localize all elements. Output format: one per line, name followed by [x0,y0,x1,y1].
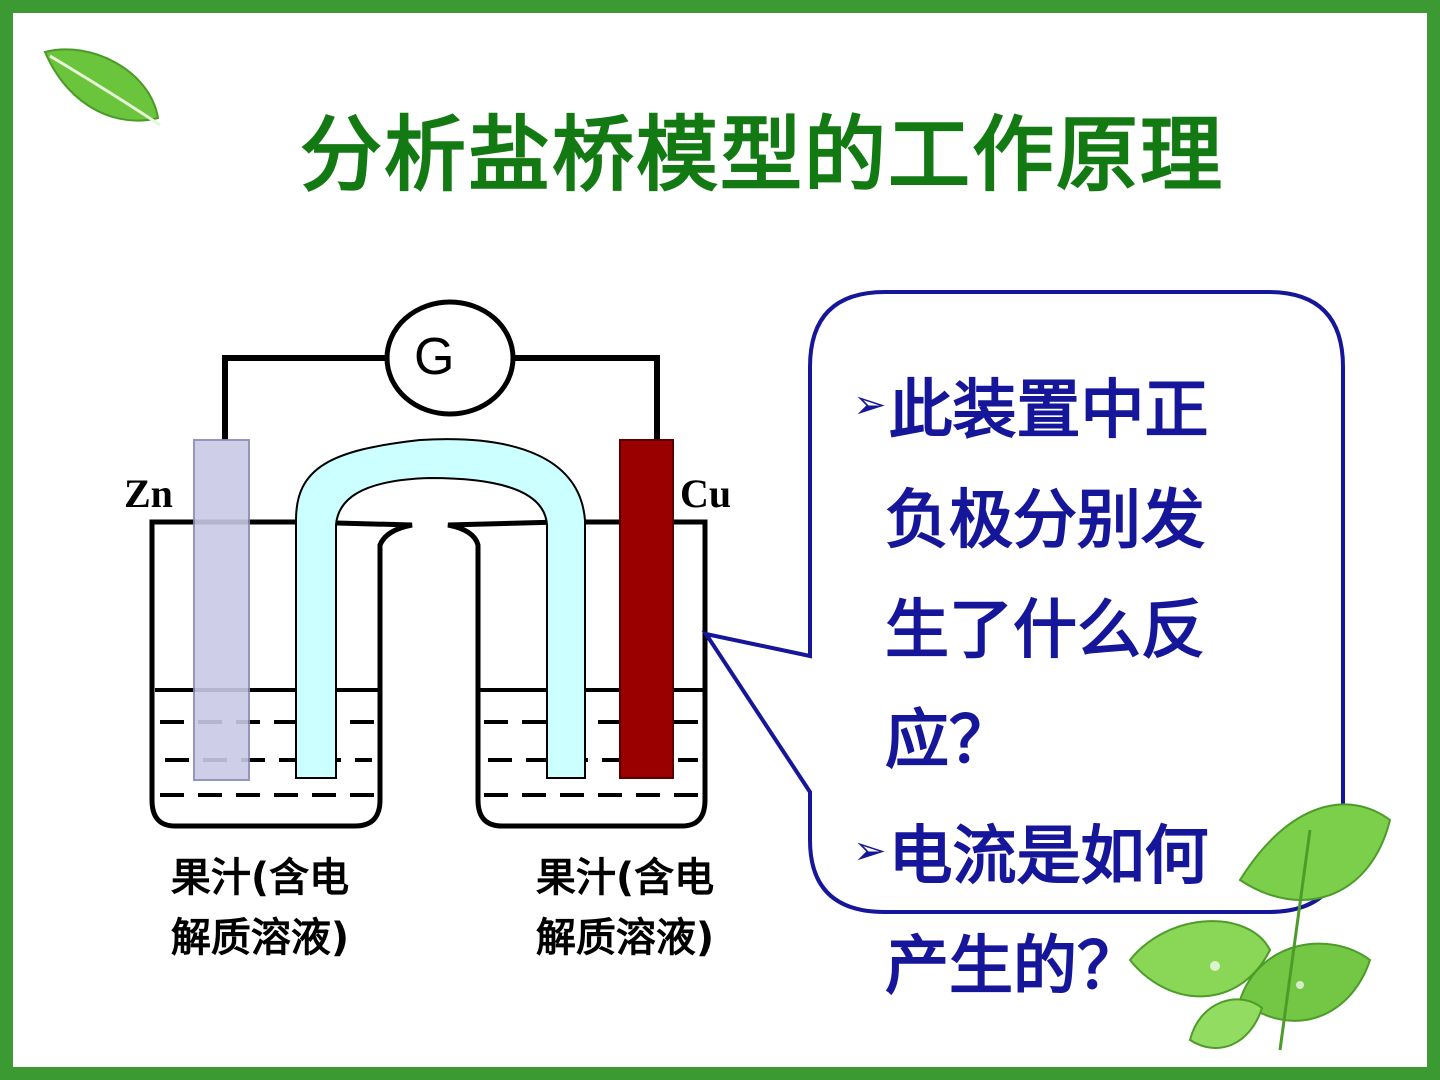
question-2-line: ➢电流是如何 [853,820,1209,894]
right-caption-line: 解质溶液) [535,915,715,961]
bullet-arrow-icon: ➢ [853,382,887,428]
question-1-line: ➢此装置中正 [853,374,1209,448]
galvanometer [384,299,516,417]
leaf-icon [43,48,161,127]
page-title: 分析盐桥模型的工作原理 [300,108,1225,203]
left-caption: 果汁(含电 解质溶液) [120,848,400,968]
right-caption: 果汁(含电 解质溶液) [485,848,765,968]
leaves-cluster-icon [1128,803,1392,1051]
zn-electrode [193,439,250,781]
question-2-line: 产生的？ [885,930,1141,1004]
question-1-line: 应？ [885,704,1013,778]
question-1-line: 生了什么反 [885,594,1205,668]
bullet-arrow-icon: ➢ [853,828,887,874]
salt-bridge [295,438,586,779]
question-1-line: 负极分别发 [885,484,1205,558]
right-caption-line: 果汁(含电 [535,855,715,901]
cu-electrode [619,439,674,779]
bubble-questions: ➢此装置中正 负极分别发 生了什么反 应？ ➢电流是如何 产生的？ [853,350,1283,1022]
left-caption-line: 解质溶液) [170,915,350,961]
cu-label: Cu [680,471,732,516]
speech-bubble [701,290,1345,914]
zn-label: Zn [124,471,173,516]
galvanometer-label: G [414,328,455,386]
circuit-wire [222,355,660,440]
left-caption-line: 果汁(含电 [170,855,350,901]
left-beaker [149,519,413,829]
